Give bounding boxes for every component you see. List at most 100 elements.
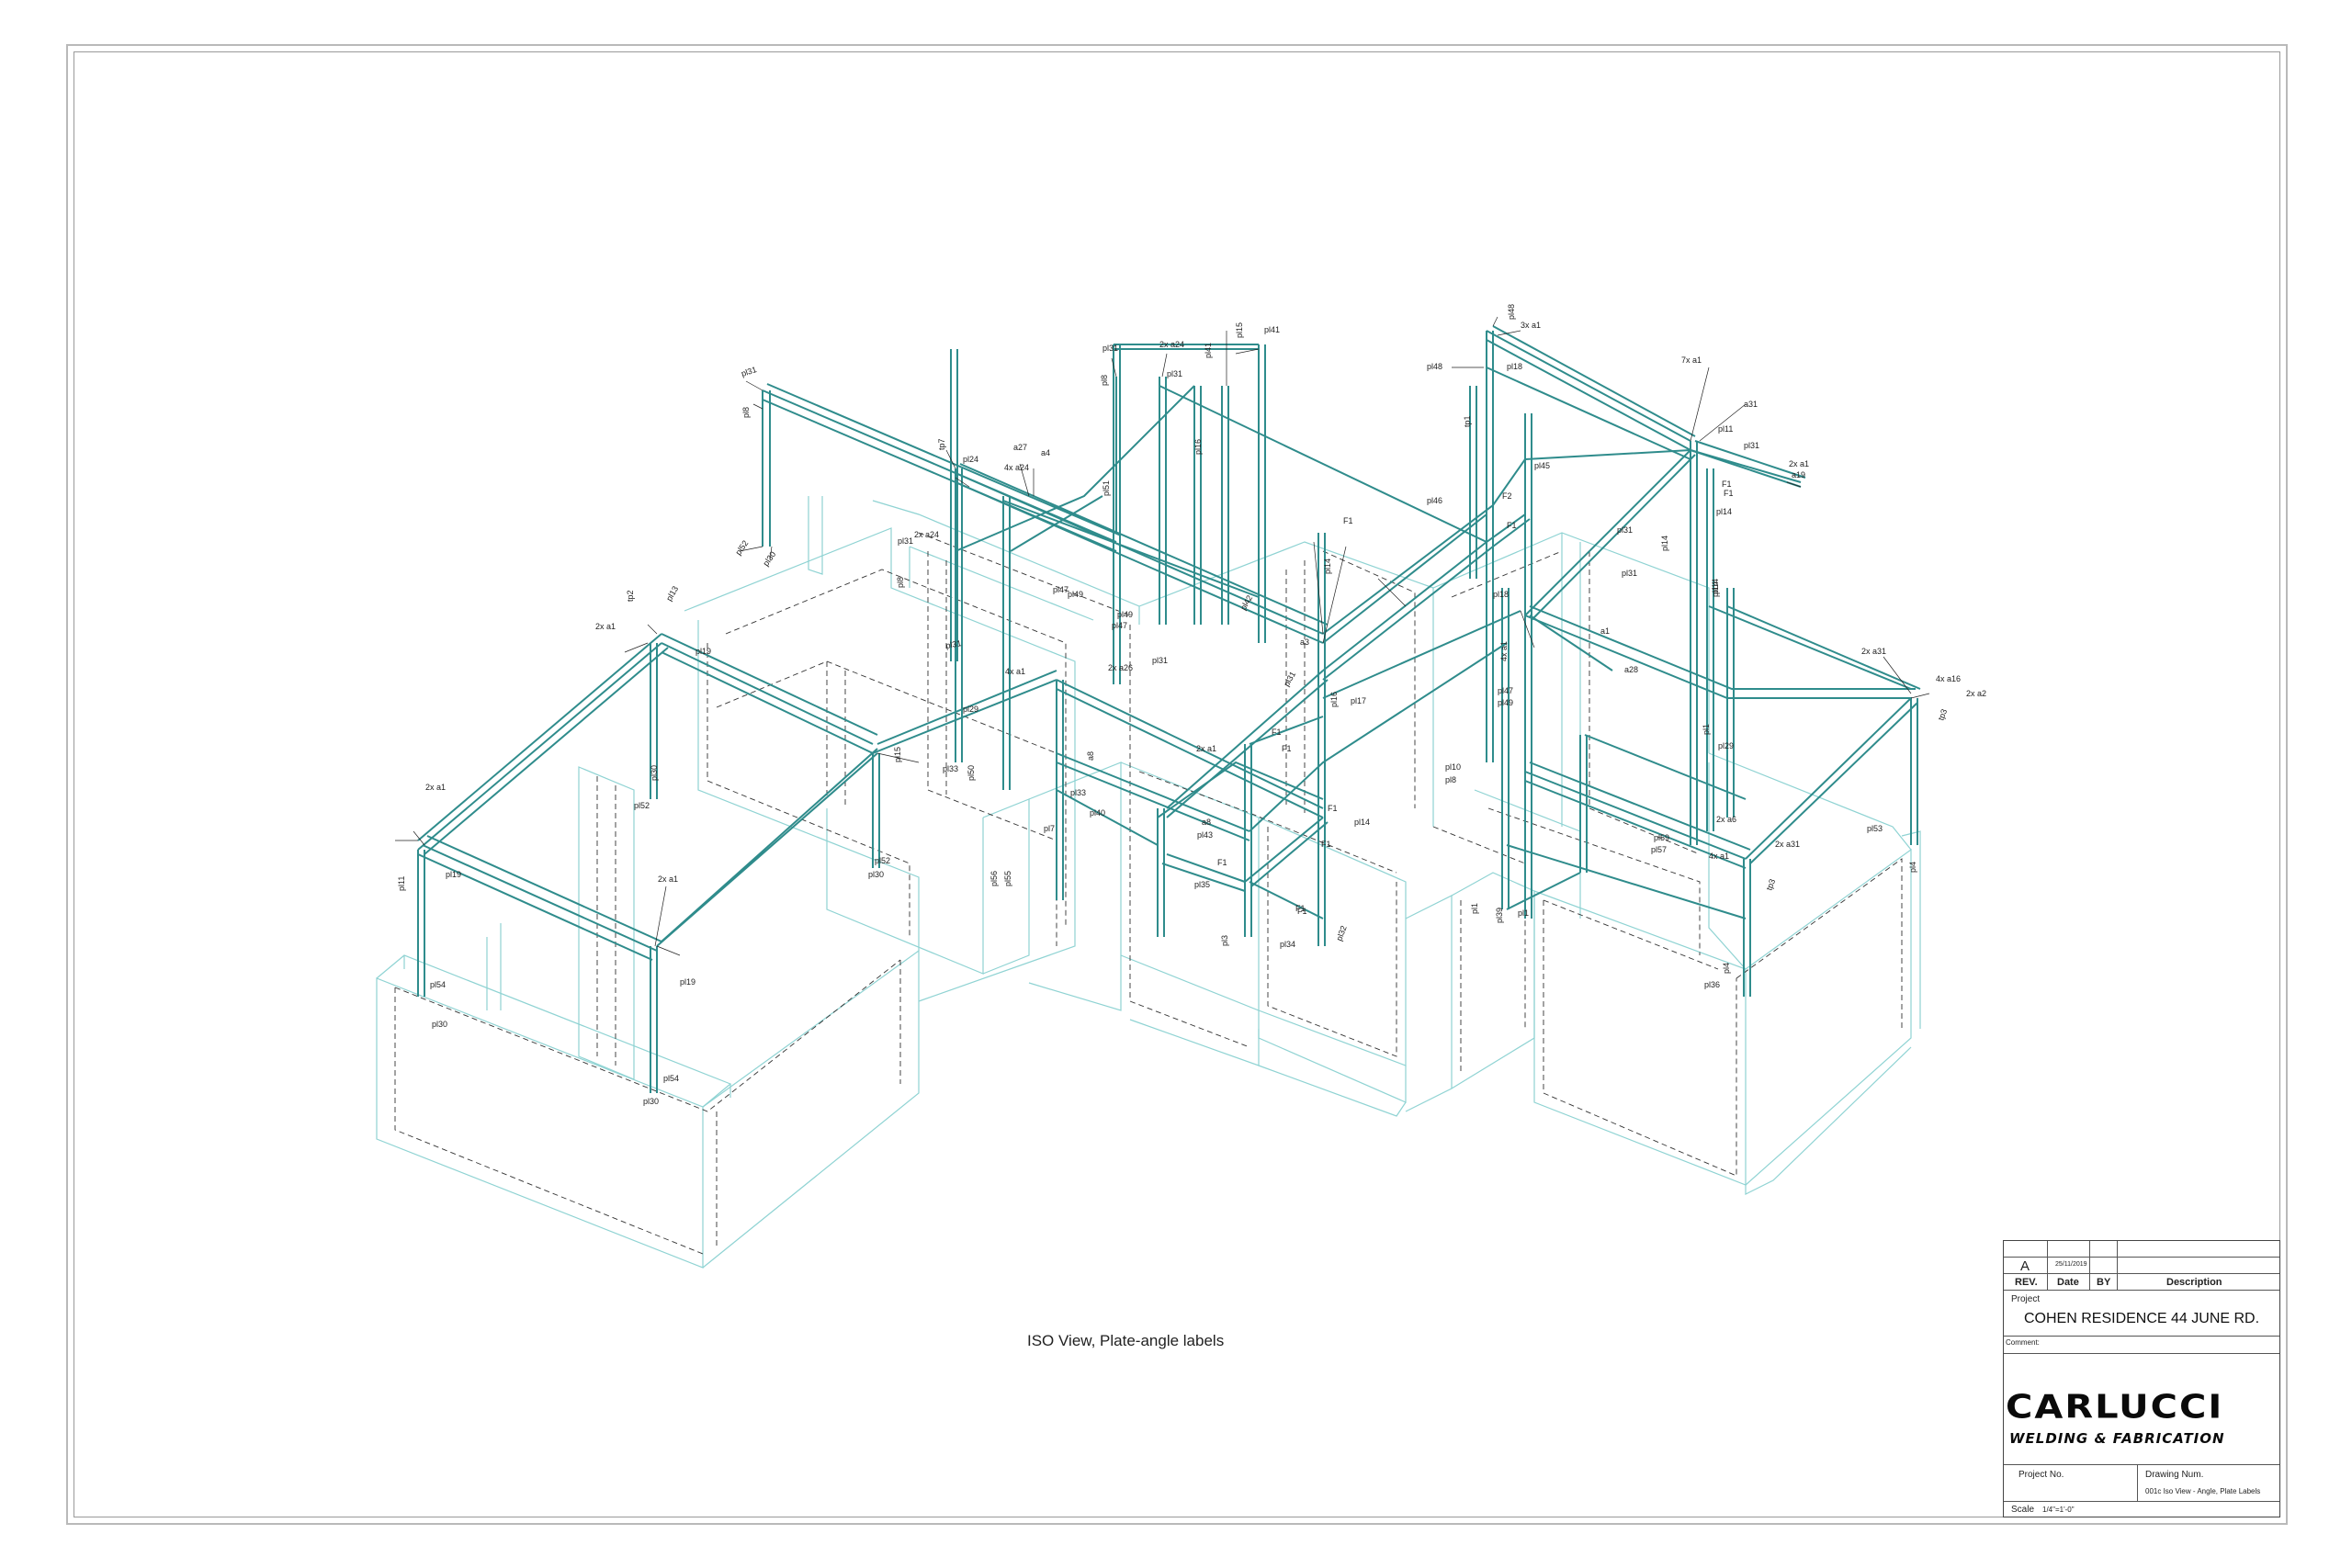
part-label: pl30: [868, 870, 884, 879]
part-label: 2x a26: [1108, 663, 1133, 672]
part-label: F1: [1217, 858, 1227, 867]
part-label: pl14: [1323, 558, 1332, 574]
part-label: F2: [1502, 491, 1512, 501]
hidden-lines: [394, 532, 1903, 1255]
part-label: F1: [1507, 521, 1517, 530]
part-label: pl35: [1194, 880, 1210, 889]
part-label: a3: [1300, 637, 1309, 647]
part-label: 4x a16: [1936, 674, 1961, 683]
part-label: pl47: [1112, 621, 1127, 630]
description-label: Description: [2166, 1277, 2222, 1288]
part-label: pl8: [896, 577, 905, 588]
part-label: pl34: [1280, 940, 1295, 949]
part-label: a27: [1013, 443, 1027, 452]
part-label: pl31: [1167, 369, 1182, 378]
part-label: pl57: [1651, 845, 1667, 854]
part-label: pl41: [1264, 325, 1280, 334]
part-label: tp3: [1936, 708, 1949, 722]
part-label: pl32: [1334, 924, 1348, 942]
part-label: pl14: [1660, 536, 1669, 551]
comment-label: Comment:: [2006, 1338, 2040, 1347]
part-label: 4x a1: [1005, 667, 1025, 676]
part-label: pl46: [1427, 496, 1442, 505]
part-label: pl51: [1102, 480, 1111, 496]
part-label: 4x a1: [1709, 852, 1729, 861]
part-label: pl31: [1102, 344, 1118, 353]
part-label: pl54: [430, 980, 446, 989]
part-label: pl7: [1044, 824, 1055, 833]
part-label: pl11: [1718, 424, 1733, 434]
part-label: tp1: [1463, 415, 1472, 427]
part-label: pl30: [643, 1097, 659, 1106]
part-label: pl31: [741, 365, 758, 378]
part-label: 2x a6: [1716, 815, 1736, 824]
project-label: Project: [2011, 1294, 2041, 1304]
revision-row-a: A 25/11/2019: [2004, 1258, 2279, 1274]
part-label: pl59: [1654, 833, 1669, 842]
part-label: tp7: [937, 438, 946, 450]
part-label: pl33: [1070, 788, 1086, 797]
part-label: pl24: [963, 455, 978, 464]
part-label: 7x a1: [1681, 355, 1702, 365]
part-label: pl8: [1445, 775, 1456, 784]
revision-header-row: REV. Date BY Description: [2004, 1274, 2279, 1291]
part-label: a19: [1792, 470, 1805, 479]
part-label: pl19: [695, 647, 711, 656]
part-label: pl36: [1704, 980, 1720, 989]
part-label: pl1: [1470, 903, 1479, 914]
part-label: a31: [1744, 400, 1758, 409]
part-label: pl49: [1068, 590, 1083, 599]
drawing-info-row: Project No. Drawing Num. 001c Iso View -…: [2004, 1465, 2279, 1502]
project-name: COHEN RESIDENCE 44 JUNE RD.: [2024, 1311, 2260, 1326]
part-label: F1: [1282, 744, 1292, 753]
part-label: 3x a1: [1521, 321, 1541, 330]
part-label: F1: [1297, 907, 1307, 916]
scale-row: Scale 1/4"=1'-0": [2004, 1502, 2279, 1518]
part-label: pl19: [680, 977, 695, 987]
part-label: pl47: [1498, 686, 1513, 695]
part-label: 2x a24: [1159, 340, 1184, 349]
part-label: pl50: [967, 765, 976, 781]
part-label: 4x a24: [1004, 463, 1029, 472]
part-label: pl14: [1354, 818, 1370, 827]
part-label: F1: [1724, 489, 1734, 498]
part-label: 4x a1: [1499, 641, 1509, 661]
rev-value: A: [2020, 1258, 2030, 1274]
part-label: pl52: [634, 801, 650, 810]
part-label: 2x a1: [1789, 459, 1809, 468]
part-label: a4: [1041, 448, 1050, 457]
part-label: pl29: [1718, 741, 1734, 750]
part-label: pl31: [1622, 569, 1637, 578]
part-label: F1: [1321, 840, 1331, 849]
part-label: a28: [1624, 665, 1638, 674]
part-label: pl47: [1053, 585, 1069, 594]
part-label: pl8: [1100, 375, 1109, 386]
part-label: pl13: [664, 584, 680, 603]
part-label: pl31: [1744, 441, 1759, 450]
part-label: pl8: [741, 407, 751, 418]
part-label: pl30: [650, 765, 659, 781]
part-label: F1: [1272, 728, 1282, 737]
part-label: pl18: [1507, 362, 1522, 371]
part-label: a8: [1086, 751, 1095, 761]
scale-value: 1/4"=1'-0": [2042, 1506, 2075, 1514]
part-label: pl3: [1220, 935, 1229, 946]
rev-label: REV.: [2015, 1277, 2038, 1288]
part-label: a8: [1202, 818, 1211, 827]
part-label: pl30: [761, 549, 777, 568]
part-label: pl52: [875, 856, 890, 865]
revision-row-empty: [2004, 1241, 2279, 1258]
part-label: pl16: [1193, 439, 1203, 455]
company-logo-subtitle: WELDING & FABRICATION: [2009, 1430, 2225, 1447]
part-label: pl11: [397, 876, 406, 891]
part-label: 2x a24: [914, 530, 939, 539]
part-label: pl29: [963, 705, 978, 714]
part-label: tp2: [626, 590, 635, 602]
part-label: pl40: [1090, 808, 1105, 818]
part-label: pl54: [663, 1074, 679, 1083]
part-label: pl33: [943, 764, 958, 773]
part-label: pl43: [1197, 830, 1213, 840]
part-label: pl14: [1716, 507, 1732, 516]
part-label: pl4: [1908, 862, 1917, 873]
foundation-walls: [376, 496, 1921, 1269]
